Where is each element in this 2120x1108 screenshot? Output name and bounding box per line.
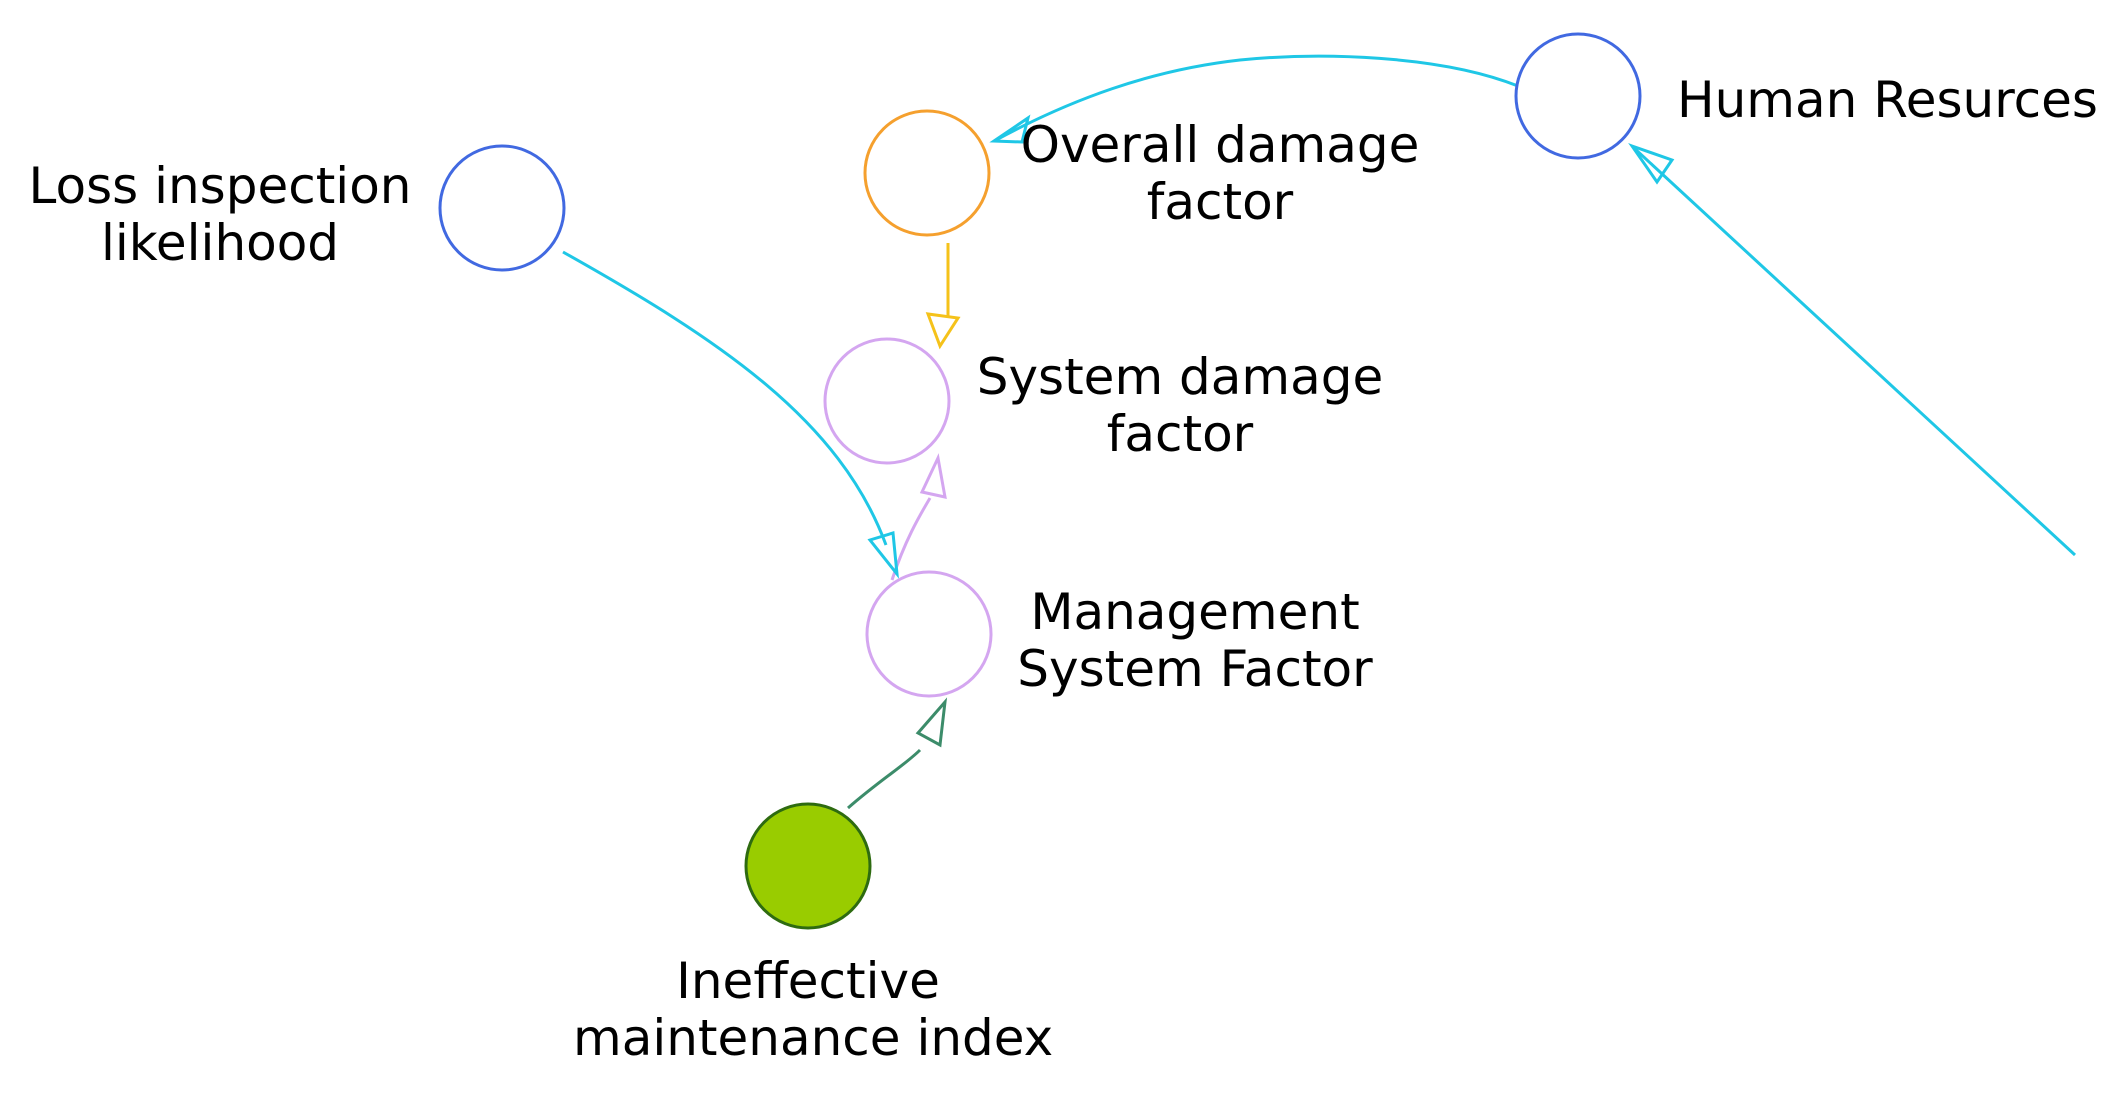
node-overall-damage-factor[interactable]: [863, 109, 991, 237]
label-loss-inspection-likelihood: Loss inspection likelihood: [28, 157, 412, 272]
node-human-resources[interactable]: [1514, 32, 1642, 160]
link-ineffective-to-management: [847, 748, 922, 810]
node-ineffective-maintenance-index[interactable]: [744, 802, 872, 930]
arrowhead-overall-damage: [989, 114, 1031, 144]
label-overall-damage-factor: Overall damage factor: [1020, 116, 1420, 231]
arrowhead-system-damage-from-overall: [925, 312, 961, 350]
node-system-damage-factor[interactable]: [823, 337, 951, 465]
arrowhead-human-resources: [1628, 143, 1675, 185]
link-loss-inspection-to-management: [562, 250, 888, 546]
label-human-resources: Human Resurces: [1677, 71, 2098, 129]
node-loss-inspection-likelihood[interactable]: [438, 144, 566, 272]
label-management-system-factor: Management System Factor: [1017, 583, 1373, 698]
arrowhead-system-damage-from-management: [919, 453, 947, 499]
label-ineffective-maintenance-index: Ineffective maintenance index: [573, 952, 1054, 1067]
link-human-resources-to-overall-damage: [995, 54, 1519, 142]
link-external-to-human-resources: [1632, 146, 2077, 557]
label-system-damage-factor: System damage factor: [976, 348, 1384, 463]
arrowhead-management-from-loss: [867, 531, 899, 579]
arrowhead-management-from-ineffective: [915, 697, 948, 748]
node-management-system-factor[interactable]: [865, 570, 993, 698]
